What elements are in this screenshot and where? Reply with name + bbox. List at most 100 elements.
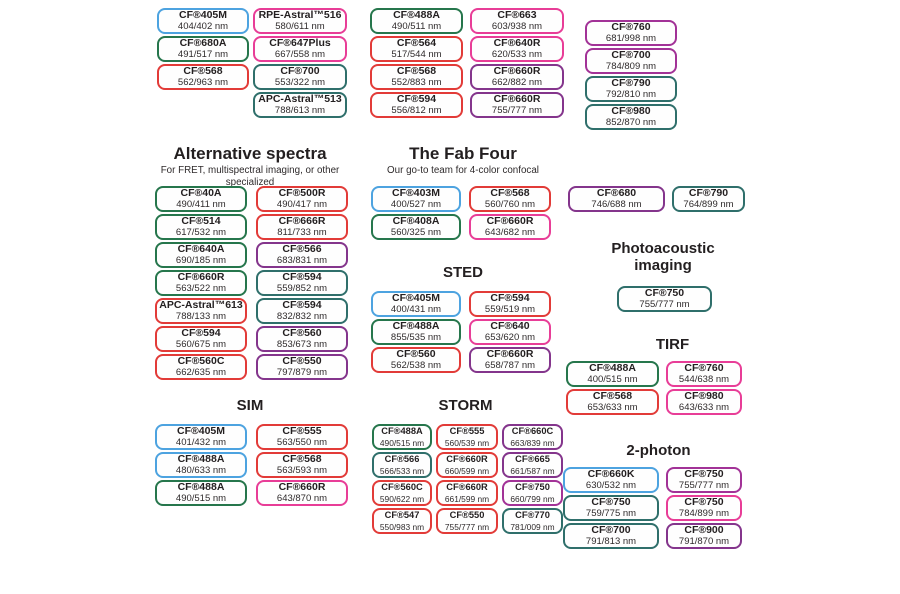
dye-ex-em-values: 490/417 nm	[276, 198, 328, 210]
dye-name: CF®594	[490, 292, 530, 304]
dye-ex-em-values: 660/799 nm	[510, 493, 555, 504]
dye-name: CF®555	[282, 425, 322, 437]
dye-ex-em-values: 562/963 nm	[177, 76, 229, 88]
dye-name: CF®488A	[589, 362, 636, 374]
dye-name: CF®660R	[493, 93, 541, 105]
dye-ex-em-values: 653/620 nm	[484, 331, 536, 343]
dye-name: CF®680A	[179, 37, 227, 49]
dye-name: CF®500R	[278, 187, 326, 199]
dye-ex-em-values: 643/633 nm	[678, 401, 730, 413]
dye-ex-em-values: 755/777 nm	[678, 479, 730, 491]
dye-ex-em-values: 658/787 nm	[484, 359, 536, 371]
dye-name: CF®555	[449, 426, 485, 436]
dye-ex-em-values: 401/432 nm	[175, 436, 227, 448]
dye-ex-em-values: 683/831 nm	[276, 254, 328, 266]
dye-name: CF®550	[282, 355, 322, 367]
section-header-tirf: TIRF	[600, 336, 745, 353]
dye-name: CF®568	[282, 453, 322, 465]
dye-name: APC-Astral™613	[159, 299, 243, 311]
dye-name: CF®568	[183, 65, 223, 77]
dye-ex-em-values: 556/812 nm	[391, 104, 442, 116]
dye-name: APC-Astral™513	[258, 93, 342, 105]
dye-name: CF®40A	[180, 187, 222, 199]
dye-ex-em-values: 690/185 nm	[175, 254, 227, 266]
dye-name: CF®640R	[493, 37, 541, 49]
dye-ex-em-values: 764/899 nm	[683, 198, 734, 210]
dye-ex-em-values: 791/813 nm	[585, 535, 637, 547]
dye-ex-em-values: 792/810 nm	[605, 88, 657, 100]
dye-ex-em-values: 603/938 nm	[491, 20, 543, 32]
dye-ex-em-values: 552/883 nm	[391, 76, 442, 88]
dye-name: CF®760	[611, 21, 651, 33]
section-header-sim: SIM	[150, 397, 350, 414]
dye-name: CF®660R	[486, 348, 534, 360]
dye-name: CF®594	[282, 271, 322, 283]
section-subtitle: Our go-to team for 4-color confocal	[387, 165, 539, 176]
dye-name: CF®750	[684, 496, 724, 508]
dye-ex-em-values: 681/998 nm	[605, 32, 657, 44]
dye-ex-em-values: 563/522 nm	[175, 282, 227, 294]
dye-ex-em-values: 560/539 nm	[444, 437, 490, 448]
dye-name: CF®750	[515, 482, 550, 492]
dye-name: CF®405M	[179, 9, 227, 21]
dye-name: CF®660C	[511, 426, 554, 436]
dye-ex-em-values: 660/599 nm	[444, 465, 490, 476]
dye-name: CF®640A	[177, 243, 225, 255]
dye-name: CF®488A	[177, 453, 225, 465]
dye-name: CF®760	[684, 362, 724, 374]
dye-name: CF®700	[280, 65, 320, 77]
section-header-fab-four: The Fab Four Our go-to team for 4-color …	[368, 144, 558, 177]
dye-ex-em-values: 811/733 nm	[277, 226, 327, 238]
dye-name: CF®547	[384, 510, 420, 520]
dye-name: CF®488A	[381, 426, 423, 436]
dye-name: CF®665	[515, 454, 550, 464]
dye-name: CF®660R	[446, 482, 488, 492]
dye-ex-em-values: 560/675 nm	[175, 338, 227, 350]
dye-name: RPE-Astral™516	[258, 9, 342, 21]
dye-ex-em-values: 653/633 nm	[587, 401, 638, 413]
dye-ex-em-values: 400/431 nm	[390, 303, 442, 315]
dye-name: CF®594	[181, 327, 221, 339]
dye-ex-em-values: 404/402 nm	[177, 20, 229, 32]
dye-ex-em-values: 784/809 nm	[605, 60, 657, 72]
section-title: STED	[442, 264, 483, 281]
dye-name: CF®568	[592, 390, 633, 402]
dye-ex-em-values: 781/009 nm	[510, 521, 555, 532]
dye-ex-em-values: 490/515 nm	[379, 437, 425, 448]
dye-name: CF®790	[611, 77, 651, 89]
dye-ex-em-values: 544/638 nm	[678, 373, 730, 385]
dye-ex-em-values: 553/322 nm	[274, 76, 326, 88]
dye-name: CF®660K	[587, 468, 635, 480]
